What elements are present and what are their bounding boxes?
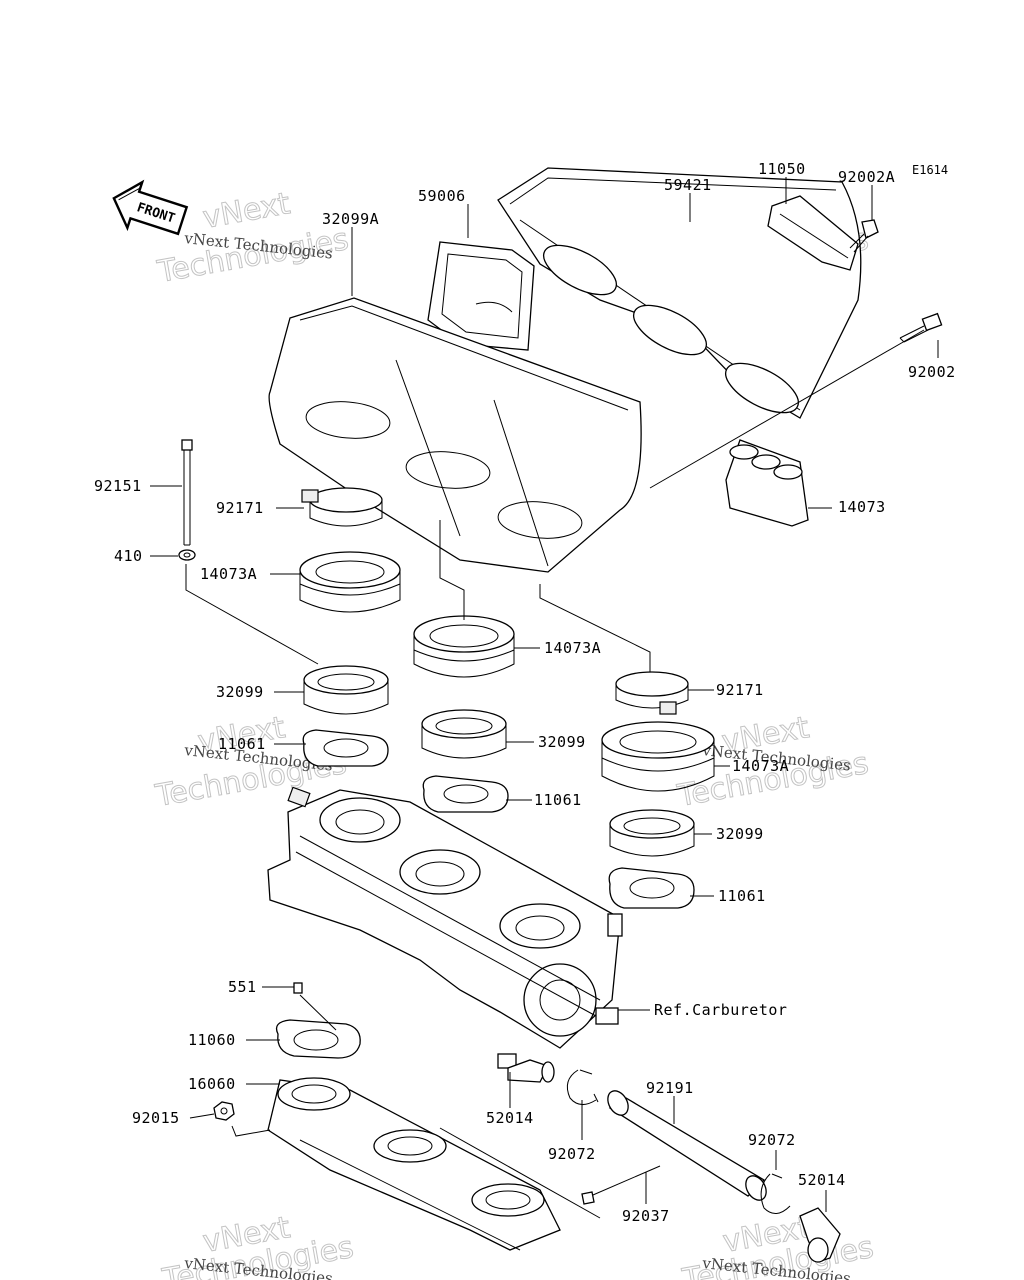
tie-92037 xyxy=(581,1165,661,1205)
watermark-top-left: vNext Technologies vNext Technologies xyxy=(154,186,352,291)
label-92037: 92037 xyxy=(622,1207,670,1225)
washer-410 xyxy=(178,549,196,561)
label-92151: 92151 xyxy=(94,477,142,495)
label-32099-middle: 32099 xyxy=(538,733,586,751)
label-92072-left: 92072 xyxy=(548,1145,596,1163)
label-11061-right: 11061 xyxy=(718,887,766,905)
label-92002: 92002 xyxy=(908,363,956,381)
clamp-92171-upper xyxy=(301,487,383,527)
label-92171-right: 92171 xyxy=(716,681,764,699)
clamp-92072-right xyxy=(760,1173,791,1214)
carburetor-assembly xyxy=(267,786,623,1049)
adapter-32099-middle xyxy=(421,709,507,759)
intake-cover-59421 xyxy=(497,167,862,419)
label-551: 551 xyxy=(228,978,257,996)
label-59421: 59421 xyxy=(664,176,712,194)
bolt-92002A xyxy=(849,219,879,253)
fitting-52014-left xyxy=(497,1053,555,1083)
fitting-52014-right xyxy=(799,1207,841,1263)
label-92191: 92191 xyxy=(646,1079,694,1097)
air-box-32099A xyxy=(268,297,642,573)
gasket-11061-left xyxy=(302,729,389,767)
label-32099-right: 32099 xyxy=(716,825,764,843)
clamp-92171-right xyxy=(615,671,689,715)
label-11060: 11060 xyxy=(188,1031,236,1049)
gasket-11060 xyxy=(275,1019,361,1059)
label-92015: 92015 xyxy=(132,1109,180,1127)
label-16060: 16060 xyxy=(188,1075,236,1093)
label-11050: 11050 xyxy=(758,160,806,178)
label-92171-upper: 92171 xyxy=(216,499,264,517)
part-labels: 59006 59421 11050 92002A 32099A 92002 92… xyxy=(94,160,956,1225)
label-11061-middle: 11061 xyxy=(534,791,582,809)
label-92002A: 92002A xyxy=(838,168,895,186)
ring-14073A-middle xyxy=(413,615,515,678)
triple-boot-14073 xyxy=(725,439,809,527)
label-14073A-left: 14073A xyxy=(200,565,257,583)
label-52014-left: 52014 xyxy=(486,1109,534,1127)
ring-14073A-left xyxy=(299,551,401,613)
label-14073A-middle: 14073A xyxy=(544,639,601,657)
watermark-bottom-right: vNext Technologies vNext Technologies xyxy=(679,1210,877,1280)
seal-frame-59006 xyxy=(427,241,535,351)
leader-lines xyxy=(150,177,939,1219)
label-92072-right: 92072 xyxy=(748,1131,796,1149)
watermark-bottom-left: vNext Technologies vNext Technologies xyxy=(159,1210,357,1280)
svg-text:vNext: vNext xyxy=(200,186,293,236)
label-32099-left: 32099 xyxy=(216,683,264,701)
pin-551 xyxy=(293,982,303,994)
label-ref-carburetor: Ref.Carburetor xyxy=(654,1001,787,1019)
hose-92191 xyxy=(607,1090,767,1201)
bolt-92002 xyxy=(899,312,943,343)
label-32099A: 32099A xyxy=(322,210,379,228)
adapter-32099-left xyxy=(303,665,389,715)
gasket-11061-right xyxy=(608,867,695,909)
gasket-11061-middle xyxy=(422,775,509,813)
long-bolt-92151 xyxy=(181,439,193,546)
label-11061-left: 11061 xyxy=(218,735,266,753)
label-14073A-right: 14073A xyxy=(732,757,789,775)
label-14073: 14073 xyxy=(838,498,886,516)
label-52014-right: 52014 xyxy=(798,1171,846,1189)
nut-92015 xyxy=(213,1101,235,1121)
clamp-92072-left xyxy=(566,1069,599,1105)
manifold-16060 xyxy=(267,1077,561,1251)
front-arrow-icon: FRONT xyxy=(112,179,189,236)
ring-14073A-right xyxy=(601,721,715,792)
plate-11050 xyxy=(767,195,859,271)
adapter-32099-right xyxy=(609,809,695,857)
label-59006: 59006 xyxy=(418,187,466,205)
label-410: 410 xyxy=(114,547,143,565)
diagram-code: E1614 xyxy=(912,163,948,177)
